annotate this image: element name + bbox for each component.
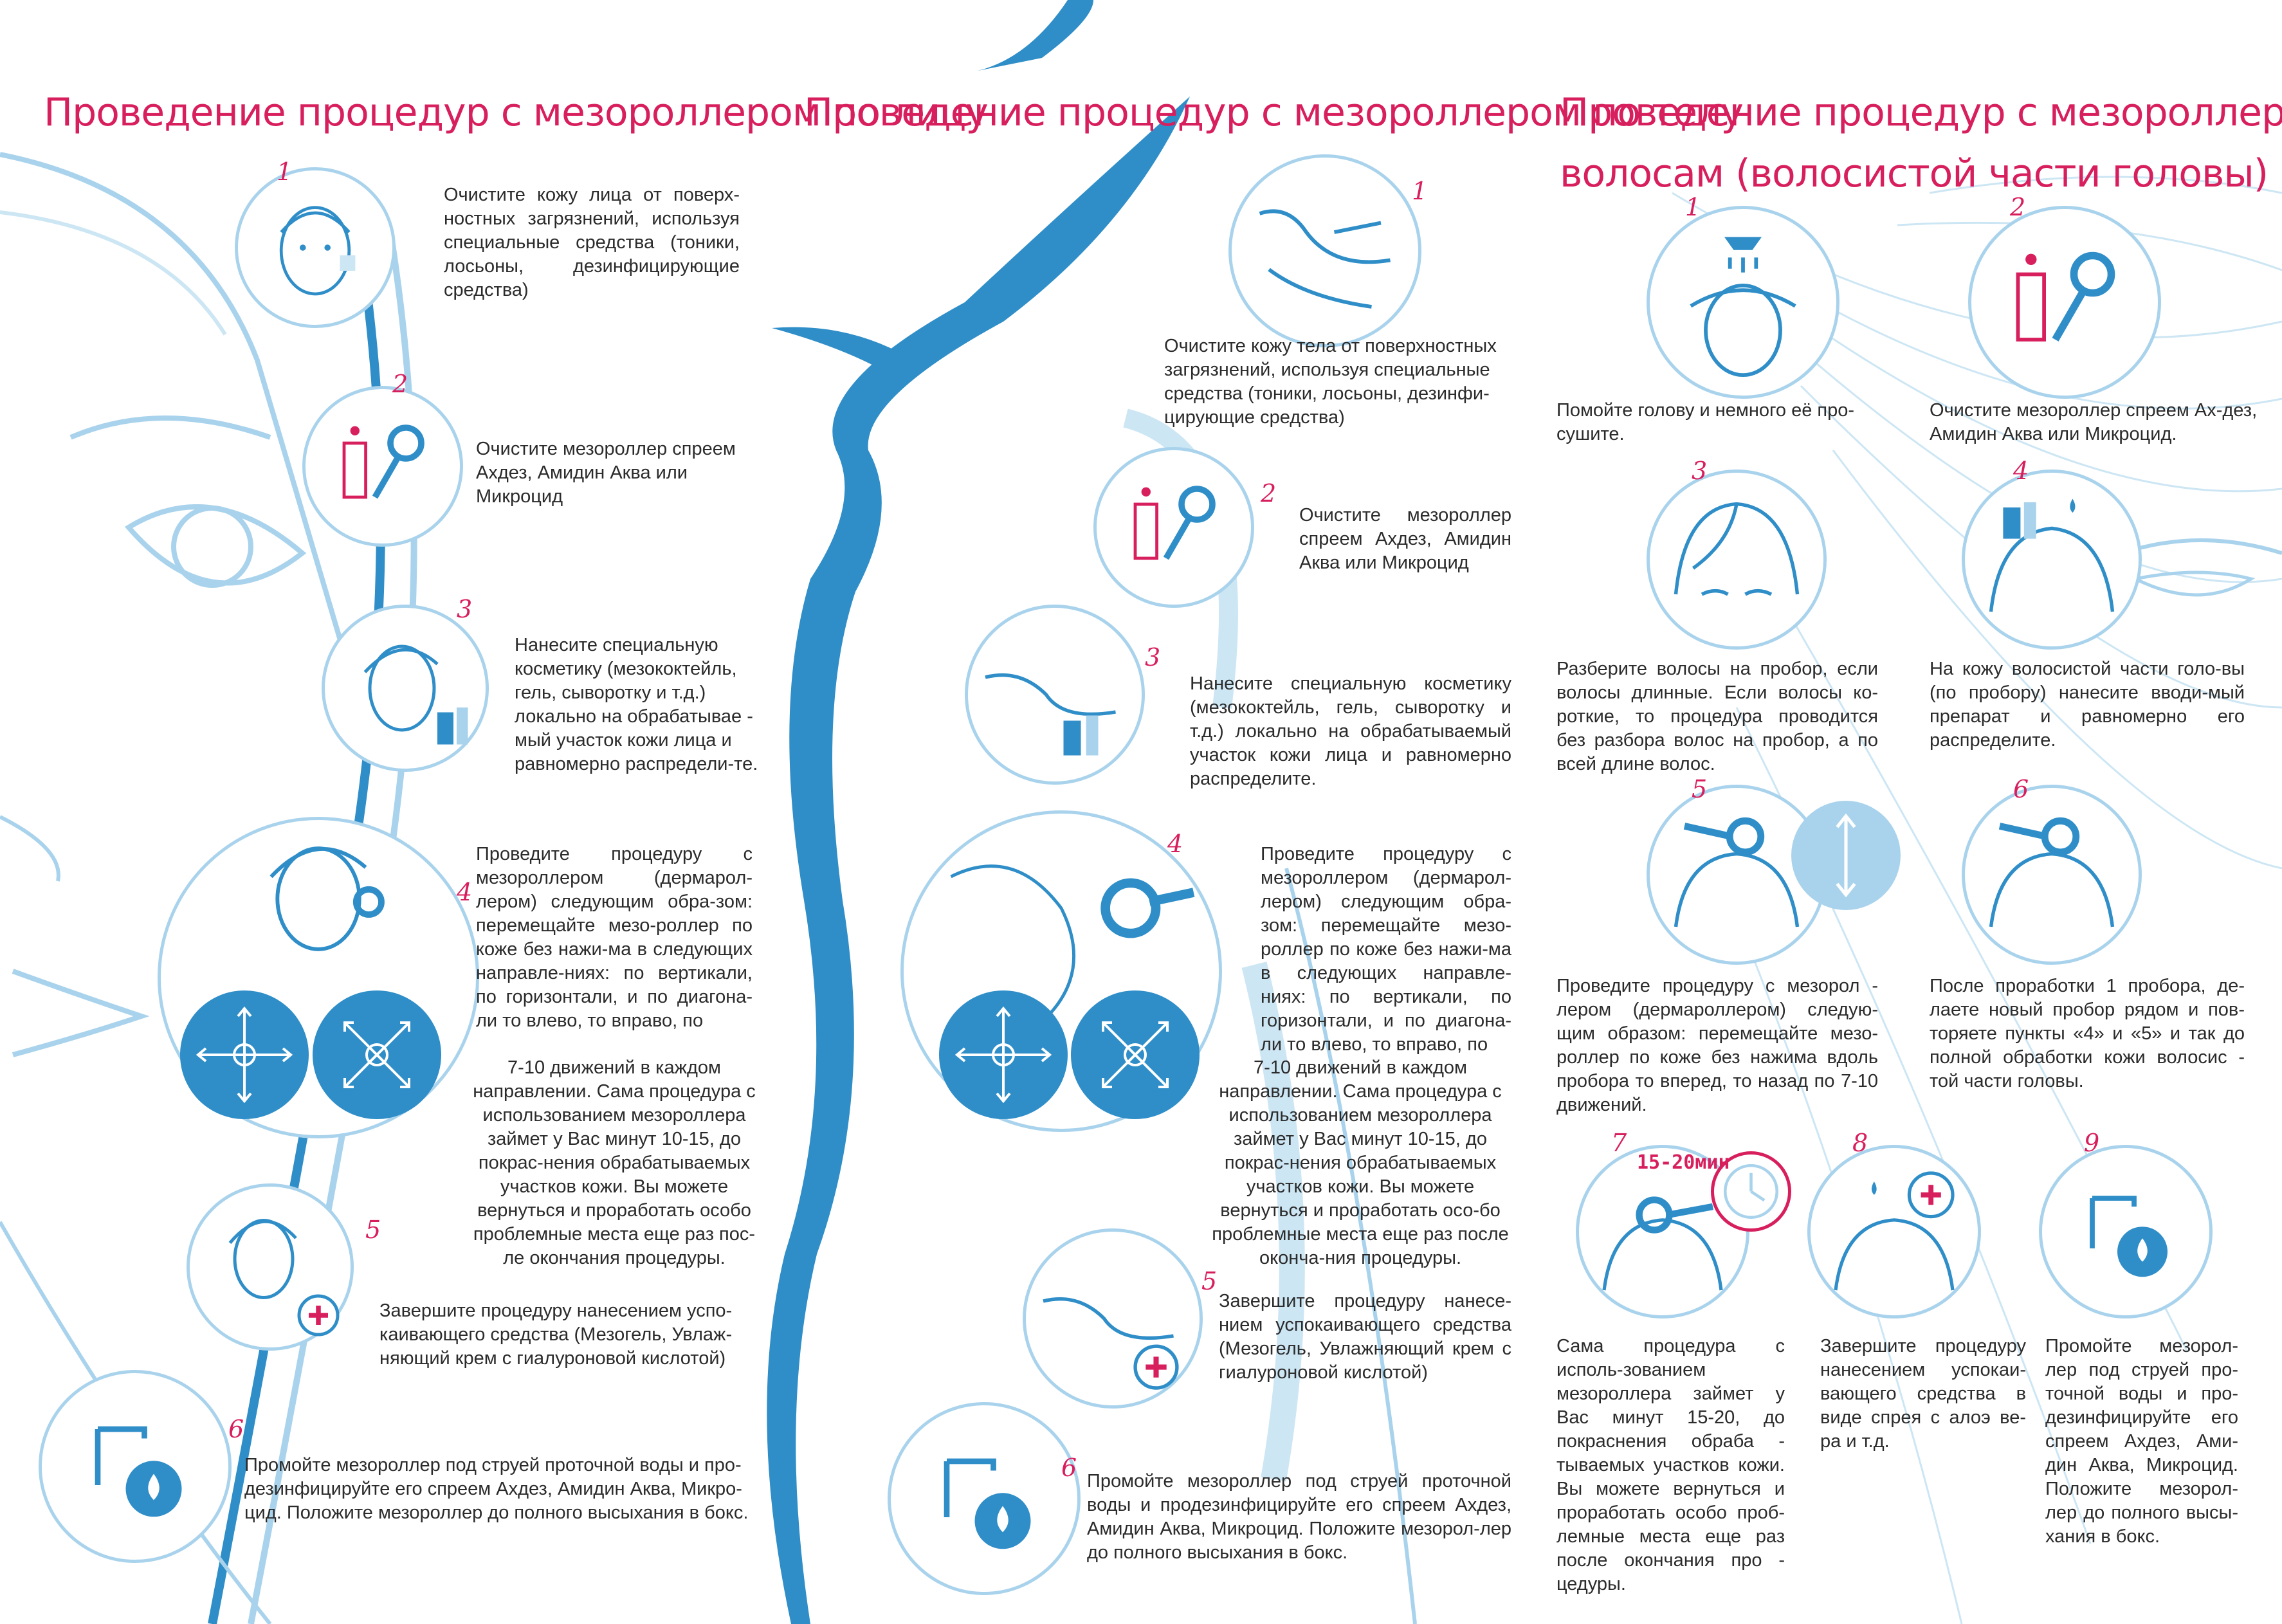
hair-step1-illustration <box>1647 206 1839 399</box>
body-step5-illustration <box>1023 1228 1203 1409</box>
diagonal-arrows-icon <box>343 1021 410 1088</box>
hair-step8-number: 8 <box>1852 1129 1868 1157</box>
body-step6-illustration <box>888 1402 1081 1595</box>
body-direction-diagram-2 <box>1071 990 1200 1119</box>
body-roller-icon <box>950 864 1195 1020</box>
body-step5-number: 5 <box>1201 1267 1218 1295</box>
face-step4-text-b: 7-10 движений в каждом направлении. Сама… <box>473 1057 756 1268</box>
hair-step2-number: 2 <box>2010 193 2026 221</box>
spray-roller-icon <box>2016 251 2115 342</box>
face-roller-icon <box>269 846 385 951</box>
hair-step7-time-badge: 15-20мин <box>1637 1151 1730 1174</box>
body-step6-number: 6 <box>1061 1454 1077 1482</box>
body-step2-number: 2 <box>1261 479 1277 507</box>
face-step4-number: 4 <box>457 878 473 906</box>
hair-column-title-line2: волосам (волосистой части головы) <box>1560 151 2268 196</box>
body-step3-number: 3 <box>1145 643 1161 671</box>
body-step3-illustration <box>965 605 1145 785</box>
face-step1-illustration <box>235 167 396 328</box>
hair-step9-number: 9 <box>2084 1129 2100 1157</box>
cross-arrows-icon <box>196 1006 293 1104</box>
hair-step1-number: 1 <box>1685 193 1701 221</box>
face-step2-number: 2 <box>392 370 408 398</box>
body-step2-text: Очистите мезороллер спреем Ахдез, Амидин… <box>1299 505 1511 573</box>
body-step3-text: Нанесите специальную косметику (мезококт… <box>1190 673 1511 789</box>
face-step5-text: Завершите процедуру нанесением успо-каив… <box>379 1300 733 1369</box>
hair-step2-illustration <box>1968 206 2161 399</box>
hair-step3-illustration <box>1647 470 1827 650</box>
face-step1-text: Очистите кожу лица от поверх-ностных заг… <box>444 185 740 300</box>
face-step2-illustration <box>302 386 463 547</box>
water-rinse-icon <box>944 1458 1031 1549</box>
hair-step4-number: 4 <box>2013 457 2029 485</box>
cross-arrows-icon <box>954 1006 1052 1104</box>
face-step6-text: Промойте мезороллер под струей проточной… <box>244 1455 749 1523</box>
hair-roller-icon <box>1602 1196 1723 1291</box>
hair-roller-icon <box>1989 817 2115 927</box>
hair-step9-illustration <box>2039 1145 2213 1318</box>
spray-roller-icon <box>342 424 424 499</box>
hair-parting-icon <box>1674 502 1800 596</box>
face-step5-illustration <box>187 1183 354 1351</box>
hair-step5-text: Проведите процедуру с мезорол - лером (д… <box>1556 976 1878 1115</box>
shower-wash-icon <box>1690 237 1796 377</box>
face-direction-diagram-2 <box>313 990 441 1119</box>
body-step6-text: Промойте мезороллер под струей проточной… <box>1087 1471 1511 1563</box>
face-step4-text-a: Проведите процедуру с мезороллером (дерм… <box>476 844 753 1031</box>
body-step1-text: Очистите кожу тела от поверхностных загр… <box>1164 336 1497 428</box>
spray-roller-icon <box>1133 486 1216 560</box>
body-step1-number: 1 <box>1412 177 1428 205</box>
hair-step6-text: После проработки 1 пробора, де-лаете нов… <box>1930 976 2245 1091</box>
face-step2-text: Очистите мезороллер спреем Ахдез, Амидин… <box>476 439 736 507</box>
body-step1-illustration <box>1228 154 1421 347</box>
hair-step9-text: Промойте мезорол-лер под струей про-точн… <box>2045 1336 2238 1547</box>
hair-soothing-spray-icon <box>1834 1171 1955 1291</box>
hair-step7-number: 7 <box>1611 1129 1627 1157</box>
hair-step7-text: Сама процедура с исполь-зованием мезорол… <box>1556 1336 1785 1594</box>
hair-step3-text: Разберите волосы на пробор, если волосы … <box>1556 659 1878 774</box>
body-step5-text: Завершите процедуру нанесе-нием успокаив… <box>1219 1291 1511 1383</box>
hair-step8-illustration <box>1807 1145 1981 1318</box>
hair-step6-number: 6 <box>2013 775 2029 803</box>
face-step3-text: Нанесите специальную косметику (мезококт… <box>515 635 758 774</box>
face-step6-illustration <box>39 1370 232 1563</box>
face-step5-number: 5 <box>365 1216 381 1244</box>
vertical-arrows-icon <box>1836 813 1856 898</box>
face-step3-illustration <box>322 605 489 772</box>
body-cosmetic-icon <box>985 673 1116 756</box>
hair-column-title-line1: Проведение процедур с мезороллером по <box>1560 90 2282 135</box>
hair-direction-diagram <box>1791 801 1901 910</box>
hair-step1-text: Помойте голову и немного её про-сушите. <box>1556 400 1855 444</box>
clock-icon <box>1723 1163 1779 1219</box>
hair-serum-icon <box>1989 498 2115 612</box>
body-direction-diagram-1 <box>939 990 1068 1119</box>
hair-step4-illustration <box>1962 470 2142 650</box>
diagonal-arrows-icon <box>1102 1021 1169 1088</box>
face-step1-number: 1 <box>277 158 293 186</box>
water-rinse-icon <box>95 1426 182 1517</box>
body-column-title: Проведение процедур с мезороллером по те… <box>804 90 1744 135</box>
body-step4-text-b: 7-10 движений в каждом направлении. Сама… <box>1212 1057 1509 1268</box>
hair-step5-number: 5 <box>1692 775 1708 803</box>
timer-icon <box>1711 1151 1791 1232</box>
hair-step2-text: Очистите мезороллер спреем Ах-дез, Амиди… <box>1930 400 2258 444</box>
hair-roller-icon <box>1674 817 1800 927</box>
body-step4-text-a: Проведите процедуру с мезороллером (дерм… <box>1261 844 1511 1055</box>
body-step2-illustration <box>1093 447 1254 608</box>
face-direction-diagram-1 <box>180 990 309 1119</box>
cosmetic-application-icon <box>363 644 468 745</box>
water-rinse-icon <box>2090 1196 2168 1277</box>
soothing-cream-icon <box>228 1219 340 1337</box>
face-cleansing-icon <box>279 206 356 296</box>
body-soothing-icon <box>1043 1297 1179 1390</box>
hair-step4-text: На кожу волосистой части голо-вы (по про… <box>1930 659 2245 751</box>
face-step6-number: 6 <box>228 1415 244 1443</box>
face-column-title: Проведение процедур с мезороллером по ли… <box>44 90 989 135</box>
hair-step8-text: Завершите процедуру нанесением успокаи-в… <box>1820 1336 2026 1452</box>
body-cleansing-icon <box>1259 209 1391 309</box>
hair-step6-illustration <box>1962 785 2142 965</box>
hair-step3-number: 3 <box>1692 457 1708 485</box>
face-step3-number: 3 <box>457 595 473 623</box>
body-step4-number: 4 <box>1167 830 1183 858</box>
